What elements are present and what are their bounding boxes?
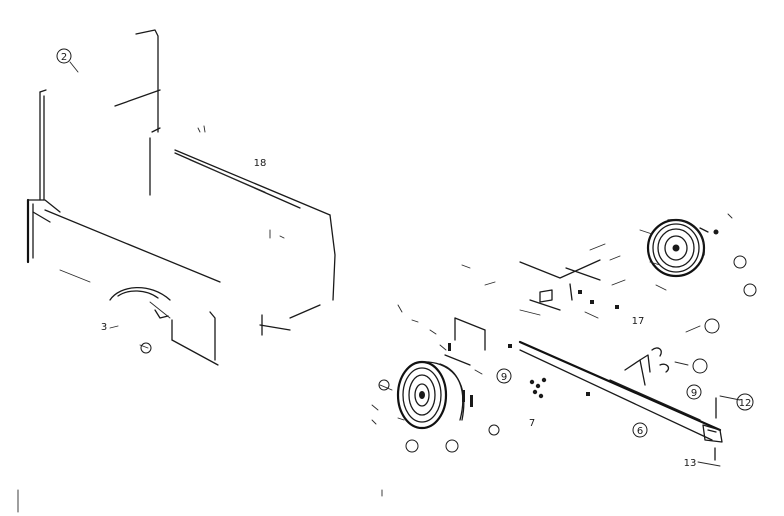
callout-18: 18 (254, 158, 267, 169)
callout-9b-label: 9 (691, 388, 697, 399)
axle-strut (518, 325, 741, 467)
callout-ring-marks (140, 255, 757, 453)
callout-12-label: 12 (739, 398, 752, 409)
callout-13-label: 13 (684, 458, 697, 469)
callout-2-label: 2 (61, 52, 67, 63)
callout-3: 3 (101, 322, 119, 333)
callout-17-label: 17 (632, 316, 645, 327)
callout-17: 17 (632, 316, 645, 327)
callout-3-label: 3 (101, 322, 107, 333)
callout-13: 13 (684, 458, 697, 469)
callout-18-label: 18 (254, 158, 267, 169)
callout-2: 2 (56, 48, 79, 73)
callout-7: 7 (529, 418, 535, 429)
wheel-right (639, 213, 733, 291)
callout-9a: 9 (496, 368, 512, 384)
callout-7-label: 7 (529, 418, 535, 429)
callout-12: 12 (736, 393, 754, 411)
center-hardware (397, 243, 626, 407)
wheel-left (371, 360, 483, 430)
callout-9a-label: 9 (501, 372, 507, 383)
deck-housing (26, 29, 336, 366)
callout-9b: 9 (686, 384, 702, 400)
callout-6-label: 6 (637, 426, 643, 437)
callout-6: 6 (632, 422, 648, 438)
